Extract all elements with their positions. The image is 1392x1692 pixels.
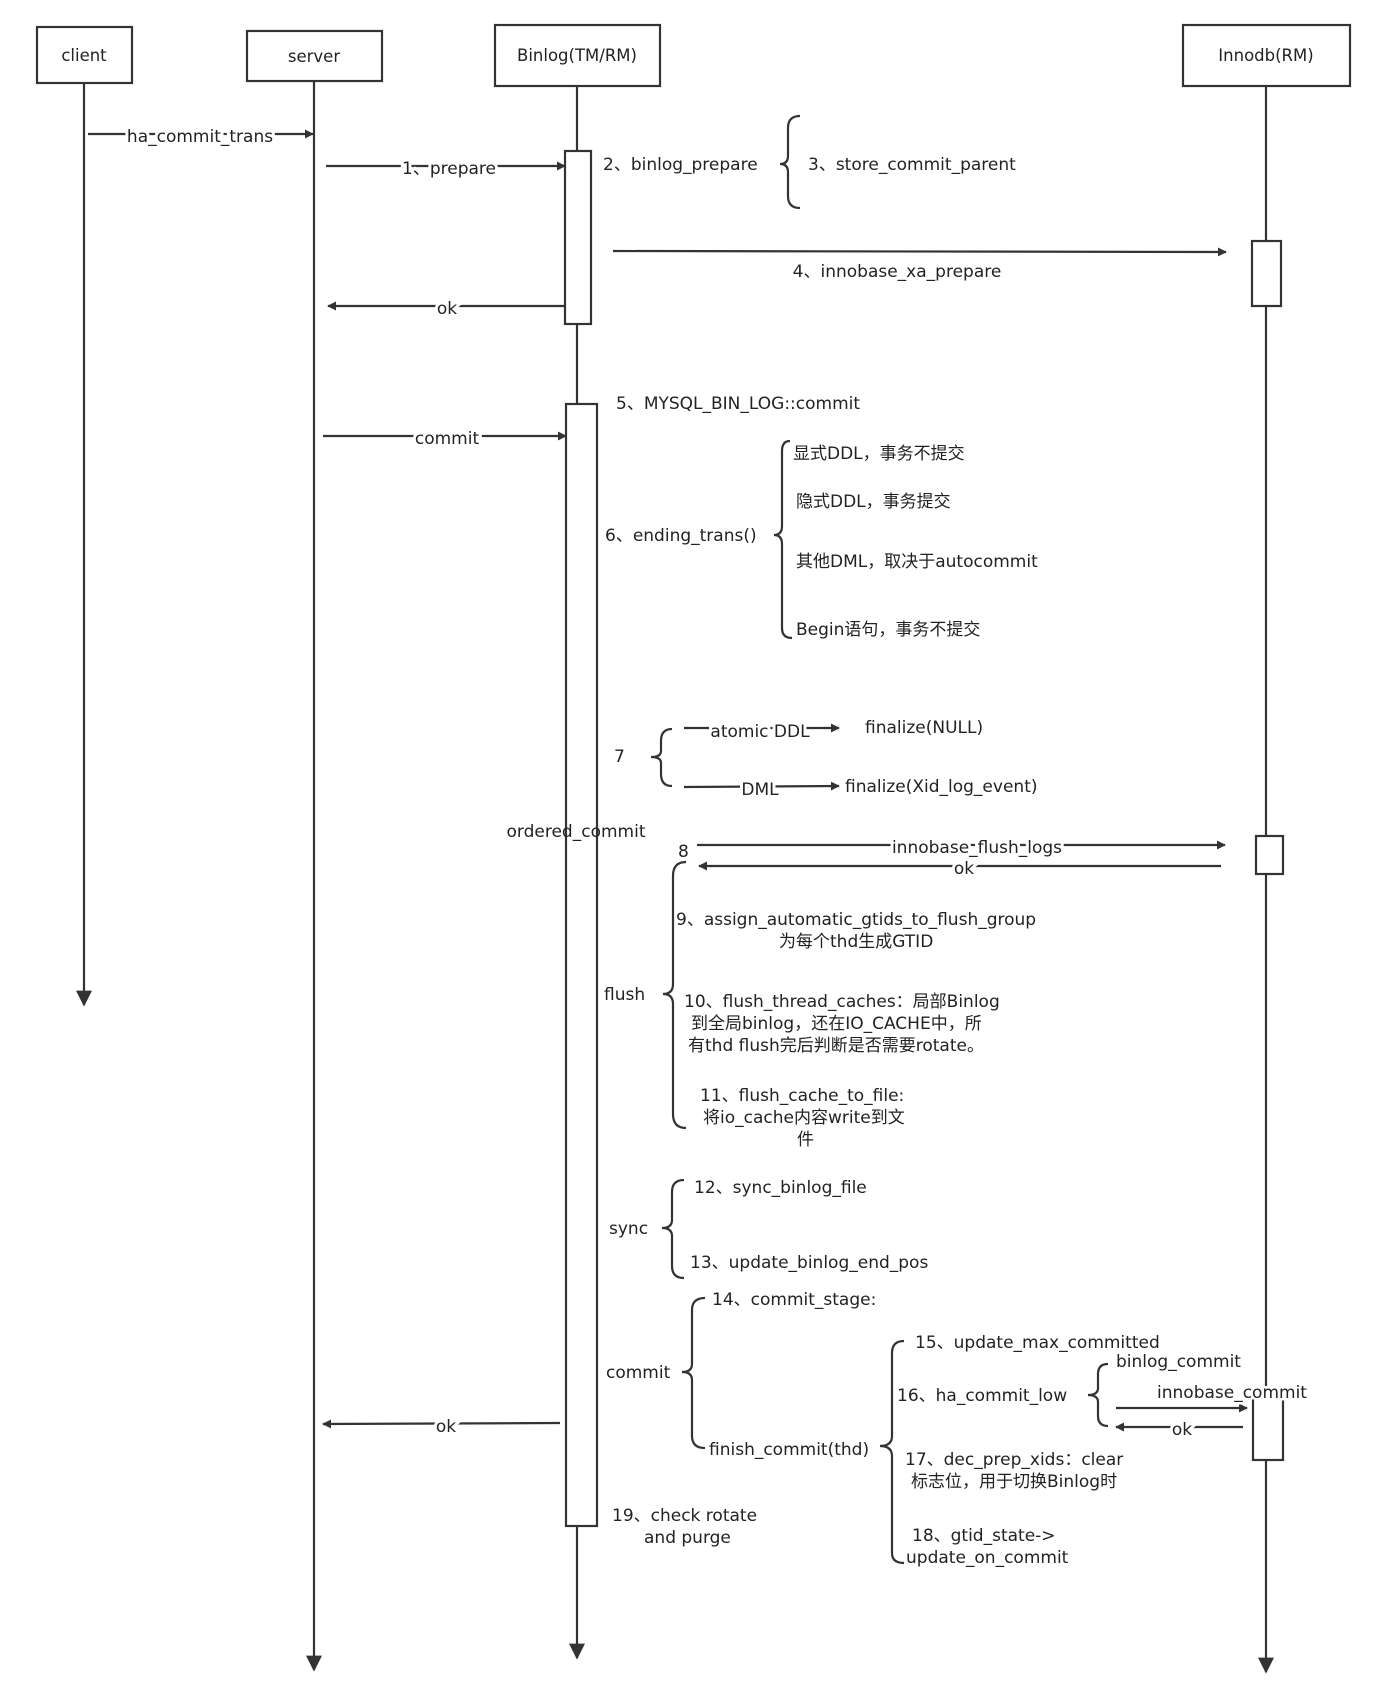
participant-server-label: server: [288, 47, 340, 66]
note-check-rotate-1: 19、check rotate: [612, 1506, 757, 1526]
label-prepare: 1、prepare: [402, 159, 496, 179]
note-binlog-prepare: 2、binlog_prepare: [603, 155, 758, 175]
label-innobase-xa-prepare: 4、innobase_xa_prepare: [793, 262, 1002, 282]
note-update-max-committed: 15、update_max_committed: [915, 1333, 1160, 1353]
brace-ending-trans: [773, 439, 793, 640]
note-assign-gtids-1: 9、assign_automatic_gtids_to_flush_group: [676, 910, 1036, 930]
activation-binlog-commit: [564, 402, 599, 1528]
note-commit-stage: 14、commit_stage:: [712, 1290, 876, 1310]
brace-flush: [662, 860, 687, 1130]
note-check-rotate-2: and purge: [644, 1528, 731, 1548]
label-ok-flush: ok: [954, 859, 974, 879]
participant-innodb: Innodb(RM): [1181, 23, 1352, 88]
note-ordered-commit: ordered_commit: [507, 822, 646, 842]
note-begin-stmt: Begin语句，事务不提交: [796, 620, 980, 640]
note-flush-thread-caches-1: 10、flush_thread_caches：局部Binlog: [684, 992, 1000, 1012]
label-dml: DML: [741, 780, 779, 800]
note-step8: 8: [678, 842, 689, 862]
note-assign-gtids-2: 为每个thd生成GTID: [779, 932, 933, 952]
note-step7: 7: [614, 747, 625, 767]
note-innobase-commit: innobase_commit: [1157, 1383, 1307, 1403]
note-ending-trans: 6、ending_trans(): [605, 526, 757, 546]
note-implicit-ddl: 隐式DDL，事务提交: [796, 492, 951, 512]
brace-finish-commit: [879, 1339, 905, 1565]
brace-ha-commit-low: [1087, 1362, 1109, 1428]
note-explicit-ddl: 显式DDL，事务不提交: [793, 444, 965, 464]
participant-binlog-label: Binlog(TM/RM): [517, 46, 637, 65]
note-update-binlog-end-pos: 13、update_binlog_end_pos: [690, 1253, 928, 1273]
label-ok-commit: ok: [436, 1417, 456, 1437]
note-flush-thread-caches-2: 到全局binlog，还在IO_CACHE中，所: [691, 1014, 982, 1034]
note-flush-cache-to-file-3: 件: [797, 1130, 814, 1150]
label-commit: commit: [415, 429, 480, 449]
arrow-ok-commit: [322, 1419, 561, 1429]
participant-innodb-label: Innodb(RM): [1218, 46, 1313, 65]
note-flush-cache-to-file-1: 11、flush_cache_to_file:: [700, 1086, 904, 1106]
participant-server: server: [245, 29, 384, 83]
note-other-dml: 其他DML，取决于autocommit: [796, 552, 1038, 572]
note-sync: sync: [609, 1219, 648, 1239]
participant-client-label: client: [61, 46, 107, 65]
note-ha-commit-low: 16、ha_commit_low: [897, 1386, 1067, 1406]
participant-binlog: Binlog(TM/RM): [493, 23, 662, 88]
note-finish-commit: finish_commit(thd): [709, 1440, 869, 1460]
participant-client: client: [35, 25, 134, 85]
label-innobase-flush-logs: innobase_flush_logs: [892, 838, 1062, 858]
note-flush-cache-to-file-2: 将io_cache内容write到文: [703, 1108, 905, 1128]
label-ok-prepare: ok: [437, 299, 457, 319]
note-finalize-xid: finalize(Xid_log_event): [845, 777, 1038, 797]
arrow-innobase-xa-prepare: [612, 247, 1227, 257]
activation-innodb-flush: [1254, 834, 1285, 876]
note-store-commit-parent: 3、store_commit_parent: [808, 155, 1016, 175]
note-mysql-bin-log-commit: 5、MYSQL_BIN_LOG::commit: [616, 394, 860, 414]
note-flush-thread-caches-3: 有thd flush完后判断是否需要rotate。: [688, 1036, 984, 1056]
activation-innodb-commit: [1251, 1395, 1285, 1462]
note-sync-binlog-file: 12、sync_binlog_file: [694, 1178, 867, 1198]
note-gtid-state-1: 18、gtid_state->: [912, 1526, 1056, 1546]
note-flush: flush: [604, 985, 645, 1005]
note-binlog-commit: binlog_commit: [1116, 1352, 1241, 1372]
label-ok-innobase-commit: ok: [1172, 1420, 1192, 1440]
note-commit-stage-label: commit: [606, 1363, 671, 1383]
brace-step7: [650, 727, 673, 788]
brace-binlog-prepare: [779, 114, 801, 210]
brace-sync: [661, 1178, 685, 1280]
arrow-dml: [683, 781, 840, 791]
brace-commit-stage: [681, 1296, 706, 1450]
activation-innodb-prepare: [1250, 239, 1283, 308]
note-finalize-null: finalize(NULL): [865, 718, 983, 738]
note-gtid-state-2: update_on_commit: [906, 1548, 1069, 1568]
note-dec-prep-xids-2: 标志位，用于切换Binlog时: [911, 1472, 1117, 1492]
label-atomic-ddl: atomic DDL: [710, 722, 810, 742]
note-dec-prep-xids-1: 17、dec_prep_xids：clear: [905, 1450, 1123, 1470]
label-ha-commit-trans: ha_commit_trans: [127, 127, 273, 147]
activation-binlog-prepare: [563, 149, 593, 326]
